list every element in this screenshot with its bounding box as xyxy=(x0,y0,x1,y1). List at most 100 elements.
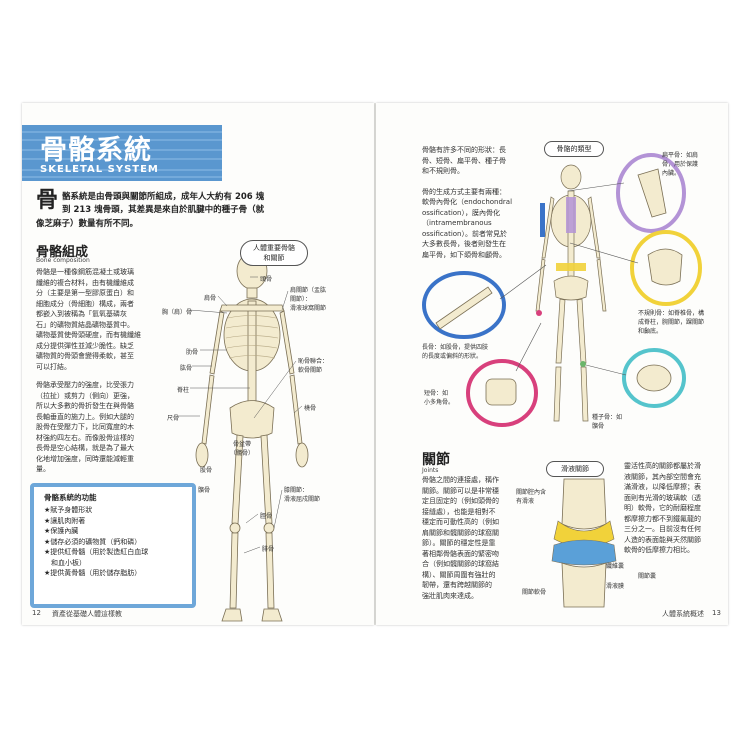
label-joint-capsule: 關節囊 xyxy=(638,573,657,580)
label-irregular-bone: 不規則骨：如脊椎骨，構 成脊柱，腕關節，踝關節 和顱底。 xyxy=(638,310,705,335)
label-arm: 肱骨 xyxy=(180,365,193,372)
body-paragraph-1: 骨骼是一種像鋼筋混凝土或玻璃 纖維的複合材料，由有機纖維成 分（主要是第一型膠原… xyxy=(36,267,176,372)
label-sesamoid-bone: 種子骨：如 髕骨 xyxy=(592,414,623,430)
text-line: 骨的生成方式主要有兩種： xyxy=(422,187,506,196)
text-line: 材強約四左右。而像股骨這樣的 xyxy=(36,433,134,442)
footer-title-left: 資產從基礎人體這樣教 xyxy=(52,610,122,618)
label-fibula: 腓骨 xyxy=(262,546,275,553)
text-line: 接縫處），也能是相對不 xyxy=(422,507,496,516)
bone-type-circles xyxy=(422,153,702,427)
skeleton-bubble: 人體重要骨骼 和關節 xyxy=(240,240,308,266)
label-knee-joint: 膝關節： 滑液屈戍關節 xyxy=(284,487,321,503)
function-box: 骨骼系統的功能 ★賦予身體形狀 ★讓肌肉附著 ★保護內臟 ★儲存必須的礦物質（鈣… xyxy=(30,483,196,608)
text-line: 骨骼承受壓力的強度，比受張力 xyxy=(36,381,134,389)
text-line: 長骨是空心結構，就是為了最大 xyxy=(36,444,134,452)
text-line: 石」的礦物質結晶礦物基質中。 xyxy=(36,320,134,329)
function-item: ★儲存必須的礦物質（鈣和磷） xyxy=(44,537,142,546)
right-page: 骨骼有許多不同的形狀：長 骨、短骨、扁平骨、種子骨 和不規則骨。 骨的生成方式主… xyxy=(376,103,728,625)
text-line: 股骨在受壓力下，比同寬度的木 xyxy=(36,423,134,431)
text-line: 纖維的複合材料，由有機纖維成 xyxy=(36,278,134,287)
text-line: 大多數長骨，後者則發生在 xyxy=(422,240,506,248)
function-item: ★讓肌肉附著 xyxy=(44,516,86,525)
text-line: 滿滑液，以降低摩擦；表 xyxy=(624,483,701,491)
intro-line: 像芝麻子）數量有所不同。 xyxy=(36,219,139,229)
text-line: 量。 xyxy=(36,465,50,473)
text-line: 都摩擦力都不到鐵氟龍的 xyxy=(624,514,701,523)
dropcap: 骨 xyxy=(36,188,59,213)
label-ulna: 尺骨 xyxy=(167,415,180,422)
function-item: ★提供黃骨髓（用於儲存脂肪） xyxy=(44,569,142,577)
function-item: ★提供紅骨髓（用於製造紅白血球 xyxy=(44,548,149,556)
text-line: 肩關節和髖關節的球窩關 xyxy=(422,528,499,537)
function-item: ★保護內臟 xyxy=(44,527,79,535)
text-line: 靈活性高的關節都屬於滑 xyxy=(624,462,701,470)
label-synovial-membrane: 滑液膜 xyxy=(606,583,625,590)
text-line: 人造的表面能與天然關節 xyxy=(624,535,701,544)
text-line: 化地增加強度，同時還能減輕重 xyxy=(36,454,134,463)
intro-line: 骼系統是由骨頭與關節所組成，成年人大約有 206 塊 xyxy=(62,192,265,202)
text-line: 骨骼是一種像鋼筋混凝土或玻璃 xyxy=(36,268,134,276)
left-page: 骨骼系統 SKELETAL SYSTEM 骨 骼系統是由骨頭與關節所組成，成年人… xyxy=(22,103,374,625)
leader-lines xyxy=(178,276,303,554)
function-item: ★賦予身體形狀 xyxy=(44,506,93,514)
text-line: 穩定而可動性高的（例如 xyxy=(422,518,499,526)
label-pubic-joint: 恥骨聯合： 軟骨關節 xyxy=(298,358,329,374)
text-line: ossification）。前者常見於 xyxy=(422,229,507,238)
text-line: 韌帶，還有跨越關節的 xyxy=(422,581,492,589)
function-box-title: 骨骼系統的功能 xyxy=(44,493,97,502)
label-synovial-fluid: 關節腔內含 有滑液 xyxy=(516,489,547,505)
title-banner: 骨骼系統 SKELETAL SYSTEM xyxy=(22,125,222,181)
label-shoulder: 肩骨 xyxy=(204,295,217,302)
page-title-en: SKELETAL SYSTEM xyxy=(40,164,159,175)
text-line: 礦物質的骨頭會變得柔軟，甚至 xyxy=(36,352,134,360)
label-pelvis: 骨盆帶 （髖骨） xyxy=(230,441,255,457)
joints-text: 骨骼之間的連接處，稱作 關節。關節可以是非常穩 定且固定的（例如頭骨的 接縫處）… xyxy=(422,475,522,601)
label-fibrous-capsule: 纖維囊 xyxy=(606,563,625,570)
function-item: 和血小板） xyxy=(44,558,86,567)
text-line: 定且固定的（例如頭骨的 xyxy=(422,497,499,505)
text-line: 構）、關節周圍有強壯的 xyxy=(422,570,496,579)
text-line: 著相鄰骨骼表面的緊密吻 xyxy=(422,549,499,558)
text-line: 礦物基質使骨頭硬度，而有機纖維 xyxy=(36,331,141,339)
text-line: 合（例如髖關節的球窩結 xyxy=(422,560,499,568)
label-flat-bone: 扁平骨：如肩 骨，用於保護 內臟。 xyxy=(662,152,699,177)
text-line: 都嵌入到被稱為「氫氧基磷灰 xyxy=(36,310,127,318)
text-line: 液關節，其內部空間會充 xyxy=(624,472,701,481)
intro-line: 到 213 塊骨頭，其差異是來自於肌腱中的種子骨（就 xyxy=(62,205,265,215)
book-spine xyxy=(373,103,377,625)
text-line: 骨、短骨、扁平骨、種子骨 xyxy=(422,156,506,165)
text-line: 分（主要是第一型膠原蛋白）和 xyxy=(36,289,134,297)
skeleton-illustration xyxy=(195,252,309,622)
synovial-bubble: 滑液關節 xyxy=(546,461,604,477)
joints-subheading: Joints xyxy=(422,467,439,474)
text-line: 細胞成分（骨細胞）構成，兩者 xyxy=(36,299,134,308)
label-long-bone: 長骨：如股骨，提供四肢 的長度或偏斜的形狀。 xyxy=(422,344,489,360)
synovial-text: 靈活性高的關節都屬於滑 液關節，其內部空間會充 滿滑液，以降低摩擦；表 面則有光… xyxy=(624,461,724,556)
text-line: 長軸垂直的施力上。例如大腿的 xyxy=(36,412,134,421)
body-paragraph-2: 骨骼承受壓力的強度，比受張力 （拉扯）或剪力（側向）更強， 所以大多數的骨折發生… xyxy=(36,380,176,475)
label-patella: 髕骨 xyxy=(198,487,211,494)
text-line: 軟骨內骨化（endochondral xyxy=(422,198,513,206)
text-line: 三分之一。目前沒有任何 xyxy=(624,525,701,533)
label-articular-cartilage: 關節軟骨 xyxy=(522,589,547,596)
text-line: 成分提供彈性並減少脆性。缺乏 xyxy=(36,341,134,350)
bone-shapes-text: 骨骼有許多不同的形狀：長 骨、短骨、扁平骨、種子骨 和不規則骨。 骨的生成方式主… xyxy=(422,145,542,260)
text-line: 面則有光滑的玻璃軟（透 xyxy=(624,493,701,502)
label-chest: 胸（肩）骨 xyxy=(162,309,193,316)
text-line: 可以打結。 xyxy=(36,362,71,371)
label-radius: 橈骨 xyxy=(304,405,317,412)
text-line: 關節。關節可以是非常穩 xyxy=(422,486,499,495)
text-line: 骨骼有許多不同的形狀：長 xyxy=(422,146,506,154)
label-tibia: 脛骨 xyxy=(260,513,273,520)
label-skull: 頭骨 xyxy=(260,276,273,283)
page-number-left: 12 xyxy=(32,609,41,617)
section-subheading: Bone composition xyxy=(36,257,90,264)
joints-heading: 關節 xyxy=(422,452,450,468)
skeleton-bone-types xyxy=(535,164,607,422)
text-line: 明）軟骨，它的耐磨程度 xyxy=(624,504,701,512)
text-line: 骨骼之間的連接處，稱作 xyxy=(422,476,499,484)
label-short-bone: 短骨：如 小多角骨。 xyxy=(424,390,455,406)
bone-types-bubble: 骨骼的類型 xyxy=(544,141,604,157)
text-line: 扁平骨，如下頜骨和顱骨。 xyxy=(422,250,506,259)
label-shoulder-joint: 肩關節（盂肱 關節）： 滑液球窩關節 xyxy=(290,287,327,312)
